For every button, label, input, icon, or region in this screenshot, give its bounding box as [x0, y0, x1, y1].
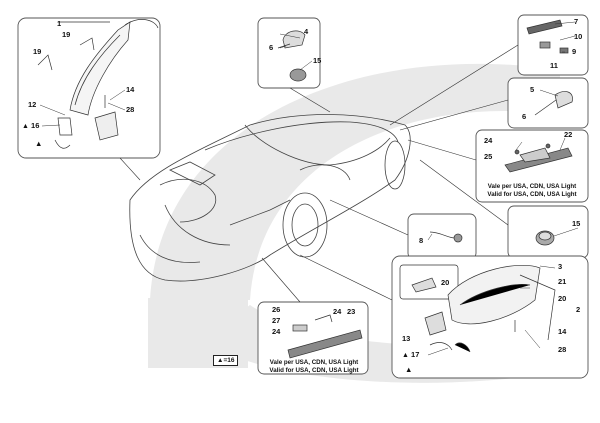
callout-14-bottom: 14 — [558, 327, 567, 336]
box-bottom-center — [257, 301, 369, 375]
callout-24-right: 24 — [484, 136, 493, 145]
callout-3: 3 — [558, 262, 563, 271]
callout-1: 1 — [57, 19, 62, 28]
market-note-right-line2: Valid for USA, CDN, USA Light — [487, 190, 577, 198]
legend-symbol: ▲ — [217, 357, 224, 364]
callout-20-inner: 20 — [441, 278, 450, 287]
callout-7: 7 — [574, 17, 579, 26]
parts-bottom-center — [287, 314, 363, 359]
market-note-bottom-line1: Vale per USA, CDN, USA Light — [269, 359, 359, 366]
callout-13: 13 — [402, 334, 411, 343]
callout-5: 5 — [530, 85, 535, 94]
callout-27: 27 — [272, 316, 281, 325]
triangle-marker-bottom-right: ▲ — [405, 365, 413, 374]
callout-28-bottom: 28 — [558, 345, 567, 354]
callout-12: 12 — [28, 100, 37, 109]
callout-6-right: 6 — [522, 112, 527, 121]
car-outline — [129, 114, 411, 282]
parts-top-left — [37, 19, 159, 149]
parts-right-lower — [535, 230, 555, 246]
label-leader-lines — [39, 21, 579, 356]
market-note-right-line1: Vale per USA, CDN, USA Light — [487, 183, 577, 190]
callout-10: 10 — [574, 32, 583, 41]
box-leader-lines — [119, 44, 519, 303]
callout-19b: 19 — [33, 47, 42, 56]
parts-right-middle — [504, 143, 573, 173]
parts-sensor — [429, 231, 463, 243]
triangle-marker: ▲ — [22, 123, 29, 130]
callout-15-top: 15 — [313, 56, 322, 65]
callout-16: ▲ 16 — [22, 121, 40, 130]
market-note-bottom: Vale per USA, CDN, USA Light Valid for U… — [262, 359, 366, 375]
callout-6-top: 6 — [269, 43, 274, 52]
callout-22: 22 — [564, 130, 573, 139]
callout-8: 8 — [419, 236, 424, 245]
callout-4: 4 — [304, 27, 309, 36]
triangle-marker-top-left: ▲ — [35, 139, 43, 148]
market-note-right: Vale per USA, CDN, USA Light Valid for U… — [480, 183, 584, 199]
callout-24-bottom-left: 24 — [272, 327, 281, 336]
callout-20-right: 20 — [558, 294, 567, 303]
legend-box: ▲=16 — [213, 355, 239, 366]
triangle-marker-17: ▲ — [402, 352, 409, 359]
callout-15-right: 15 — [572, 219, 581, 228]
callout-14: 14 — [126, 85, 135, 94]
callout-19a: 19 — [62, 30, 71, 39]
callout-11: 11 — [550, 61, 558, 70]
parts-top-center — [277, 30, 307, 82]
callout-28: 28 — [126, 105, 135, 114]
callout-17: ▲ 17 — [402, 350, 420, 359]
callout-23: 23 — [347, 307, 356, 316]
box-top-center — [257, 17, 321, 89]
parts-right-upper — [534, 91, 573, 116]
callout-2: 2 — [576, 305, 581, 314]
parts-top-right — [526, 19, 569, 54]
callout-21: 21 — [558, 277, 567, 286]
callout-24-bottom-right: 24 — [333, 307, 342, 316]
legend-value: =16 — [223, 357, 235, 364]
callout-9: 9 — [572, 47, 577, 56]
parts-bottom-right — [399, 264, 556, 353]
market-note-bottom-line2: Valid for USA, CDN, USA Light — [269, 366, 359, 374]
box-right-upper — [507, 77, 589, 129]
callout-26: 26 — [272, 305, 281, 314]
callout-25: 25 — [484, 152, 493, 161]
